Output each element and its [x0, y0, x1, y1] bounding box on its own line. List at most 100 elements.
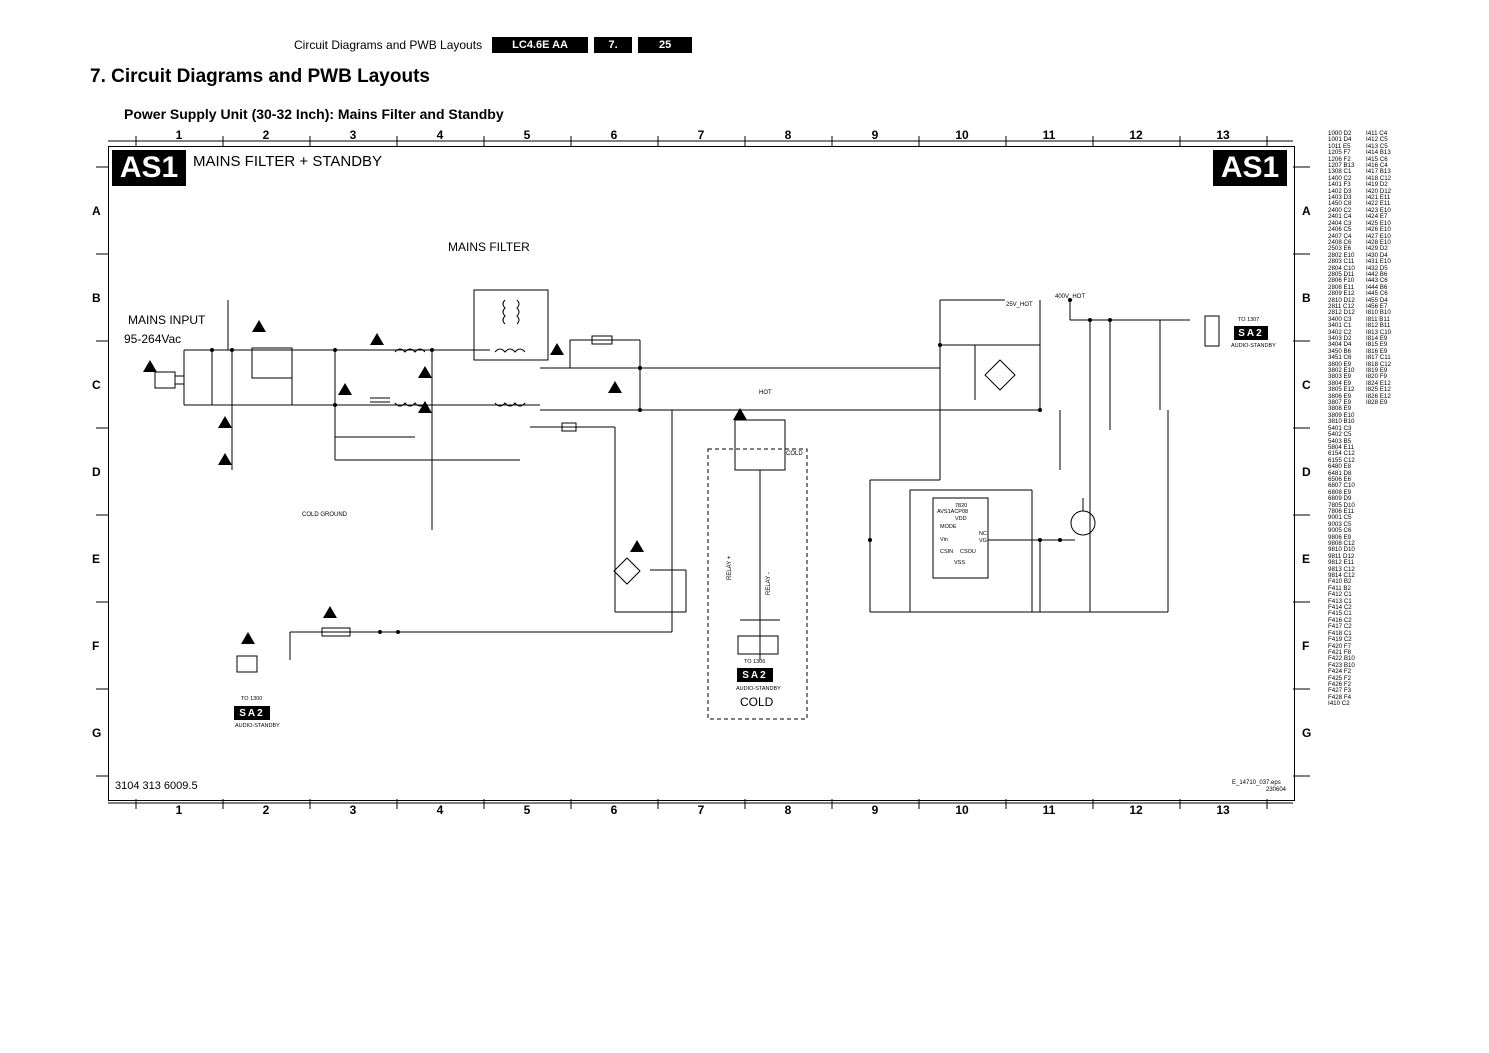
reference-entry: 1400 C2: [1328, 174, 1352, 182]
reference-entry: I425 E10: [1366, 219, 1391, 227]
reference-entry: F426 F2: [1328, 680, 1352, 688]
header-chapter-badge: 7.: [594, 37, 633, 53]
reference-entry: 2804 C10: [1328, 264, 1355, 272]
row-label: F: [1302, 639, 1310, 653]
reference-entry: 1402 D3: [1328, 187, 1352, 195]
mains-input-label: MAINS INPUT: [128, 313, 206, 327]
reference-entry: I431 E10: [1366, 258, 1391, 266]
reference-entry: I418 C12: [1366, 174, 1392, 182]
reference-entry: 3402 C2: [1328, 328, 1352, 336]
header-section-text: Circuit Diagrams and PWB Layouts: [294, 38, 483, 52]
col-label: 1: [175, 803, 183, 817]
ic-pin-vg: VG: [979, 538, 987, 544]
reference-entry: F423 B10: [1328, 661, 1355, 669]
reference-entry: 6807 C10: [1328, 482, 1355, 490]
cold-label: COLD: [740, 695, 774, 709]
col-label: 4: [436, 128, 444, 142]
v25-hot-label: 25V_HOT: [1006, 302, 1033, 308]
col-label: 9: [871, 803, 879, 817]
reference-entry: 3450 B6: [1328, 347, 1352, 355]
relay-minus-label: RELAY -: [766, 572, 772, 595]
reference-entry: 5804 E11: [1328, 443, 1355, 451]
reference-entry: 3806 E9: [1328, 392, 1352, 400]
reference-entry: 3401 C1: [1328, 322, 1352, 330]
reference-entry: F427 F3: [1328, 687, 1352, 695]
reference-entry: I445 C6: [1366, 290, 1388, 298]
reference-entry: 9814 C12: [1328, 572, 1355, 580]
col-label: 4: [436, 803, 444, 817]
reference-entry: F428 F4: [1328, 693, 1352, 701]
reference-entry: 1000 D2: [1328, 130, 1352, 137]
sa2-badge-left: SA2: [234, 706, 270, 720]
reference-entry: I819 E9: [1366, 367, 1388, 375]
ic-pin-mode: MODE: [940, 524, 957, 530]
ic-pin-vdd: VDD: [955, 516, 967, 522]
audio-standby-left: AUDIO-STANDBY: [235, 723, 280, 729]
page-subtitle: Power Supply Unit (30-32 Inch): Mains Fi…: [124, 106, 504, 122]
reference-entry: 1207 B13: [1328, 162, 1355, 170]
reference-entry: I421 E11: [1366, 194, 1391, 202]
reference-entry: 3403 D2: [1328, 335, 1352, 342]
reference-entry: I815 E9: [1366, 341, 1388, 349]
hot-label: HOT: [759, 390, 772, 396]
reference-entry: I422 E11: [1366, 200, 1391, 208]
cold-ground-label: COLD GROUND: [302, 512, 348, 518]
reference-entry: 1401 F3: [1328, 181, 1351, 189]
reference-entry: I424 E7: [1366, 213, 1388, 221]
col-label: 2: [262, 803, 270, 817]
reference-entry: 9811 D12: [1328, 552, 1355, 560]
mains-filter-label: MAINS FILTER: [448, 240, 530, 254]
row-label: G: [1302, 726, 1312, 740]
reference-entry: I826 E12: [1366, 392, 1391, 400]
reference-entry: I426 E10: [1366, 226, 1391, 234]
reference-entry: I455 D4: [1366, 296, 1388, 304]
reference-entry: I814 E9: [1366, 335, 1388, 342]
reference-entry: 6808 E9: [1328, 488, 1352, 496]
reference-entry: I429 D2: [1366, 245, 1388, 253]
reference-entry: 2809 E12: [1328, 290, 1355, 298]
reference-entry: I413 C5: [1366, 142, 1388, 150]
reference-entry: I824 E12: [1366, 379, 1391, 387]
row-label: A: [92, 204, 101, 218]
reference-entry: 3451 C6: [1328, 354, 1352, 362]
reference-entry: 2811 C12: [1328, 302, 1355, 310]
reference-entry: 2406 C5: [1328, 226, 1352, 234]
row-label: C: [92, 378, 101, 392]
row-label: B: [1302, 291, 1311, 305]
reference-entry: F425 F2: [1328, 674, 1352, 682]
reference-entry: I810 B10: [1366, 309, 1391, 317]
reference-entry: I818 C12: [1366, 360, 1392, 368]
reference-entry: 2407 C4: [1328, 232, 1352, 240]
header-model-badge: LC4.6E AA: [492, 37, 589, 53]
reference-entry: 3808 E9: [1328, 405, 1352, 413]
ic-pin-csou: CSOU: [960, 549, 976, 555]
col-label: 1: [175, 128, 183, 142]
row-label: E: [92, 552, 101, 566]
row-label: D: [1302, 465, 1311, 479]
reference-entry: 6506 E6: [1328, 475, 1352, 483]
reference-entry: 2808 E11: [1328, 283, 1355, 291]
ic-part: AVS1ACP08: [937, 509, 969, 515]
reference-entry: 2810 D12: [1328, 296, 1355, 304]
reference-entry: 3807 E9: [1328, 399, 1352, 407]
reference-entry: 9808 C12: [1328, 540, 1355, 547]
reference-entry: F421 F8: [1328, 648, 1352, 656]
page-header: Circuit Diagrams and PWB Layouts LC4.6E …: [294, 37, 698, 53]
reference-entry: F411 B2: [1328, 584, 1351, 592]
schematic-frame: [108, 146, 1295, 801]
relay-plus-label: RELAY +: [727, 555, 733, 580]
file-date: 230604: [1266, 787, 1287, 793]
diagram-name: MAINS FILTER + STANDBY: [193, 153, 383, 170]
reference-entry: 2806 F10: [1328, 277, 1355, 285]
reference-entry: I427 E10: [1366, 232, 1391, 240]
reference-entry: I820 F9: [1366, 373, 1387, 381]
reference-entry: 1206 F2: [1328, 155, 1351, 163]
reference-entry: I414 B13: [1366, 149, 1391, 157]
audio-standby-center: AUDIO-STANDBY: [736, 686, 781, 692]
reference-entry: I817 C11: [1366, 354, 1391, 362]
sa2-badge-center: SA2: [737, 668, 773, 682]
reference-entry: 2802 E10: [1328, 251, 1355, 259]
col-label: 9: [871, 128, 879, 142]
col-label: 7: [697, 803, 705, 817]
